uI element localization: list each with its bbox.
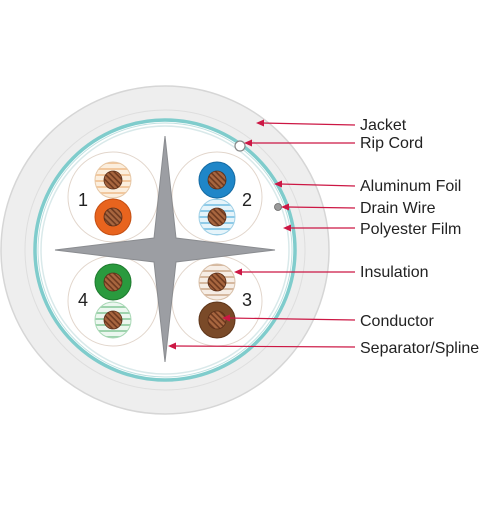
conductor-copper [207, 310, 227, 330]
jacket-inner-edge [24, 109, 306, 391]
pair-number-2: 2 [242, 190, 252, 210]
labels: Jacket Rip Cord Aluminum Foil Drain Wire… [360, 117, 479, 357]
conductor-copper [103, 310, 123, 330]
label-insulation: Insulation [360, 264, 429, 281]
label-rip-cord: Rip Cord [360, 135, 423, 152]
rip-cord [234, 140, 246, 152]
pair-number-4: 4 [78, 290, 88, 310]
pair-2 [198, 161, 236, 236]
conductor-copper [103, 170, 123, 190]
pair-4 [94, 263, 132, 339]
conductor-copper [207, 207, 227, 227]
conductor-copper [207, 170, 227, 190]
leader-lines [168, 119, 356, 350]
pair-1 [94, 161, 132, 236]
conductor-copper [103, 207, 123, 227]
pair-3 [198, 263, 236, 339]
drain-wire [274, 203, 282, 211]
foil-inner-ring [37, 122, 293, 378]
label-polyester-film: Polyester Film [360, 221, 461, 238]
conductor-copper [207, 272, 227, 292]
label-separator-spline: Separator/Spline [360, 340, 479, 357]
label-jacket: Jacket [360, 117, 407, 134]
label-aluminum-foil: Aluminum Foil [360, 178, 461, 195]
label-drain-wire: Drain Wire [360, 200, 436, 217]
conductor-copper [103, 272, 123, 292]
separator-spline [54, 135, 276, 363]
pair-number-3: 3 [242, 290, 252, 310]
label-conductor: Conductor [360, 313, 434, 330]
pair-number-1: 1 [78, 190, 88, 210]
